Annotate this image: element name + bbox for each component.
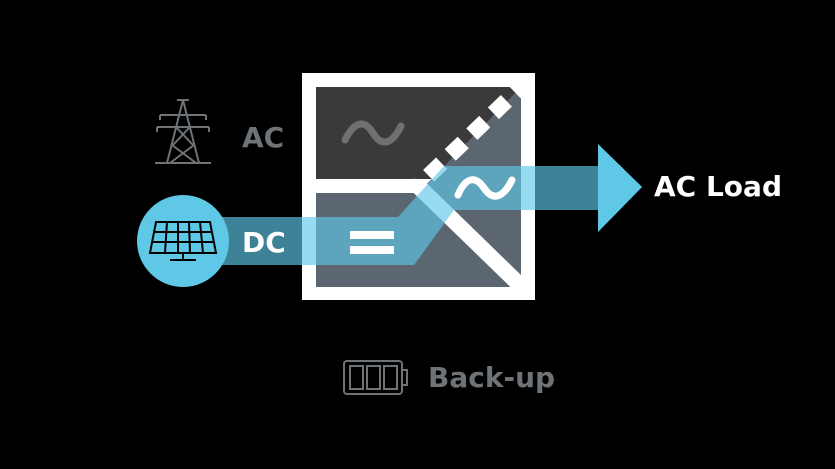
solar-panel-icon bbox=[148, 221, 218, 261]
power-tower-icon bbox=[155, 99, 211, 164]
ac-load-label: AC Load bbox=[654, 170, 782, 203]
battery-icon bbox=[343, 360, 408, 395]
ac-sine-active-icon bbox=[454, 176, 516, 200]
flow-arrow-head bbox=[598, 144, 642, 232]
sine-wave-icon bbox=[341, 120, 405, 146]
equals-icon bbox=[350, 231, 394, 254]
inverter-divider bbox=[316, 179, 421, 193]
solar-source bbox=[137, 195, 229, 287]
ac-label: AC bbox=[242, 121, 284, 154]
power-flow-arrow bbox=[180, 144, 642, 265]
flow-arrow-body bbox=[180, 144, 642, 265]
backup-label: Back-up bbox=[428, 361, 555, 394]
inverter-dashed-diagonal bbox=[412, 74, 534, 192]
dc-label: DC bbox=[242, 226, 286, 259]
